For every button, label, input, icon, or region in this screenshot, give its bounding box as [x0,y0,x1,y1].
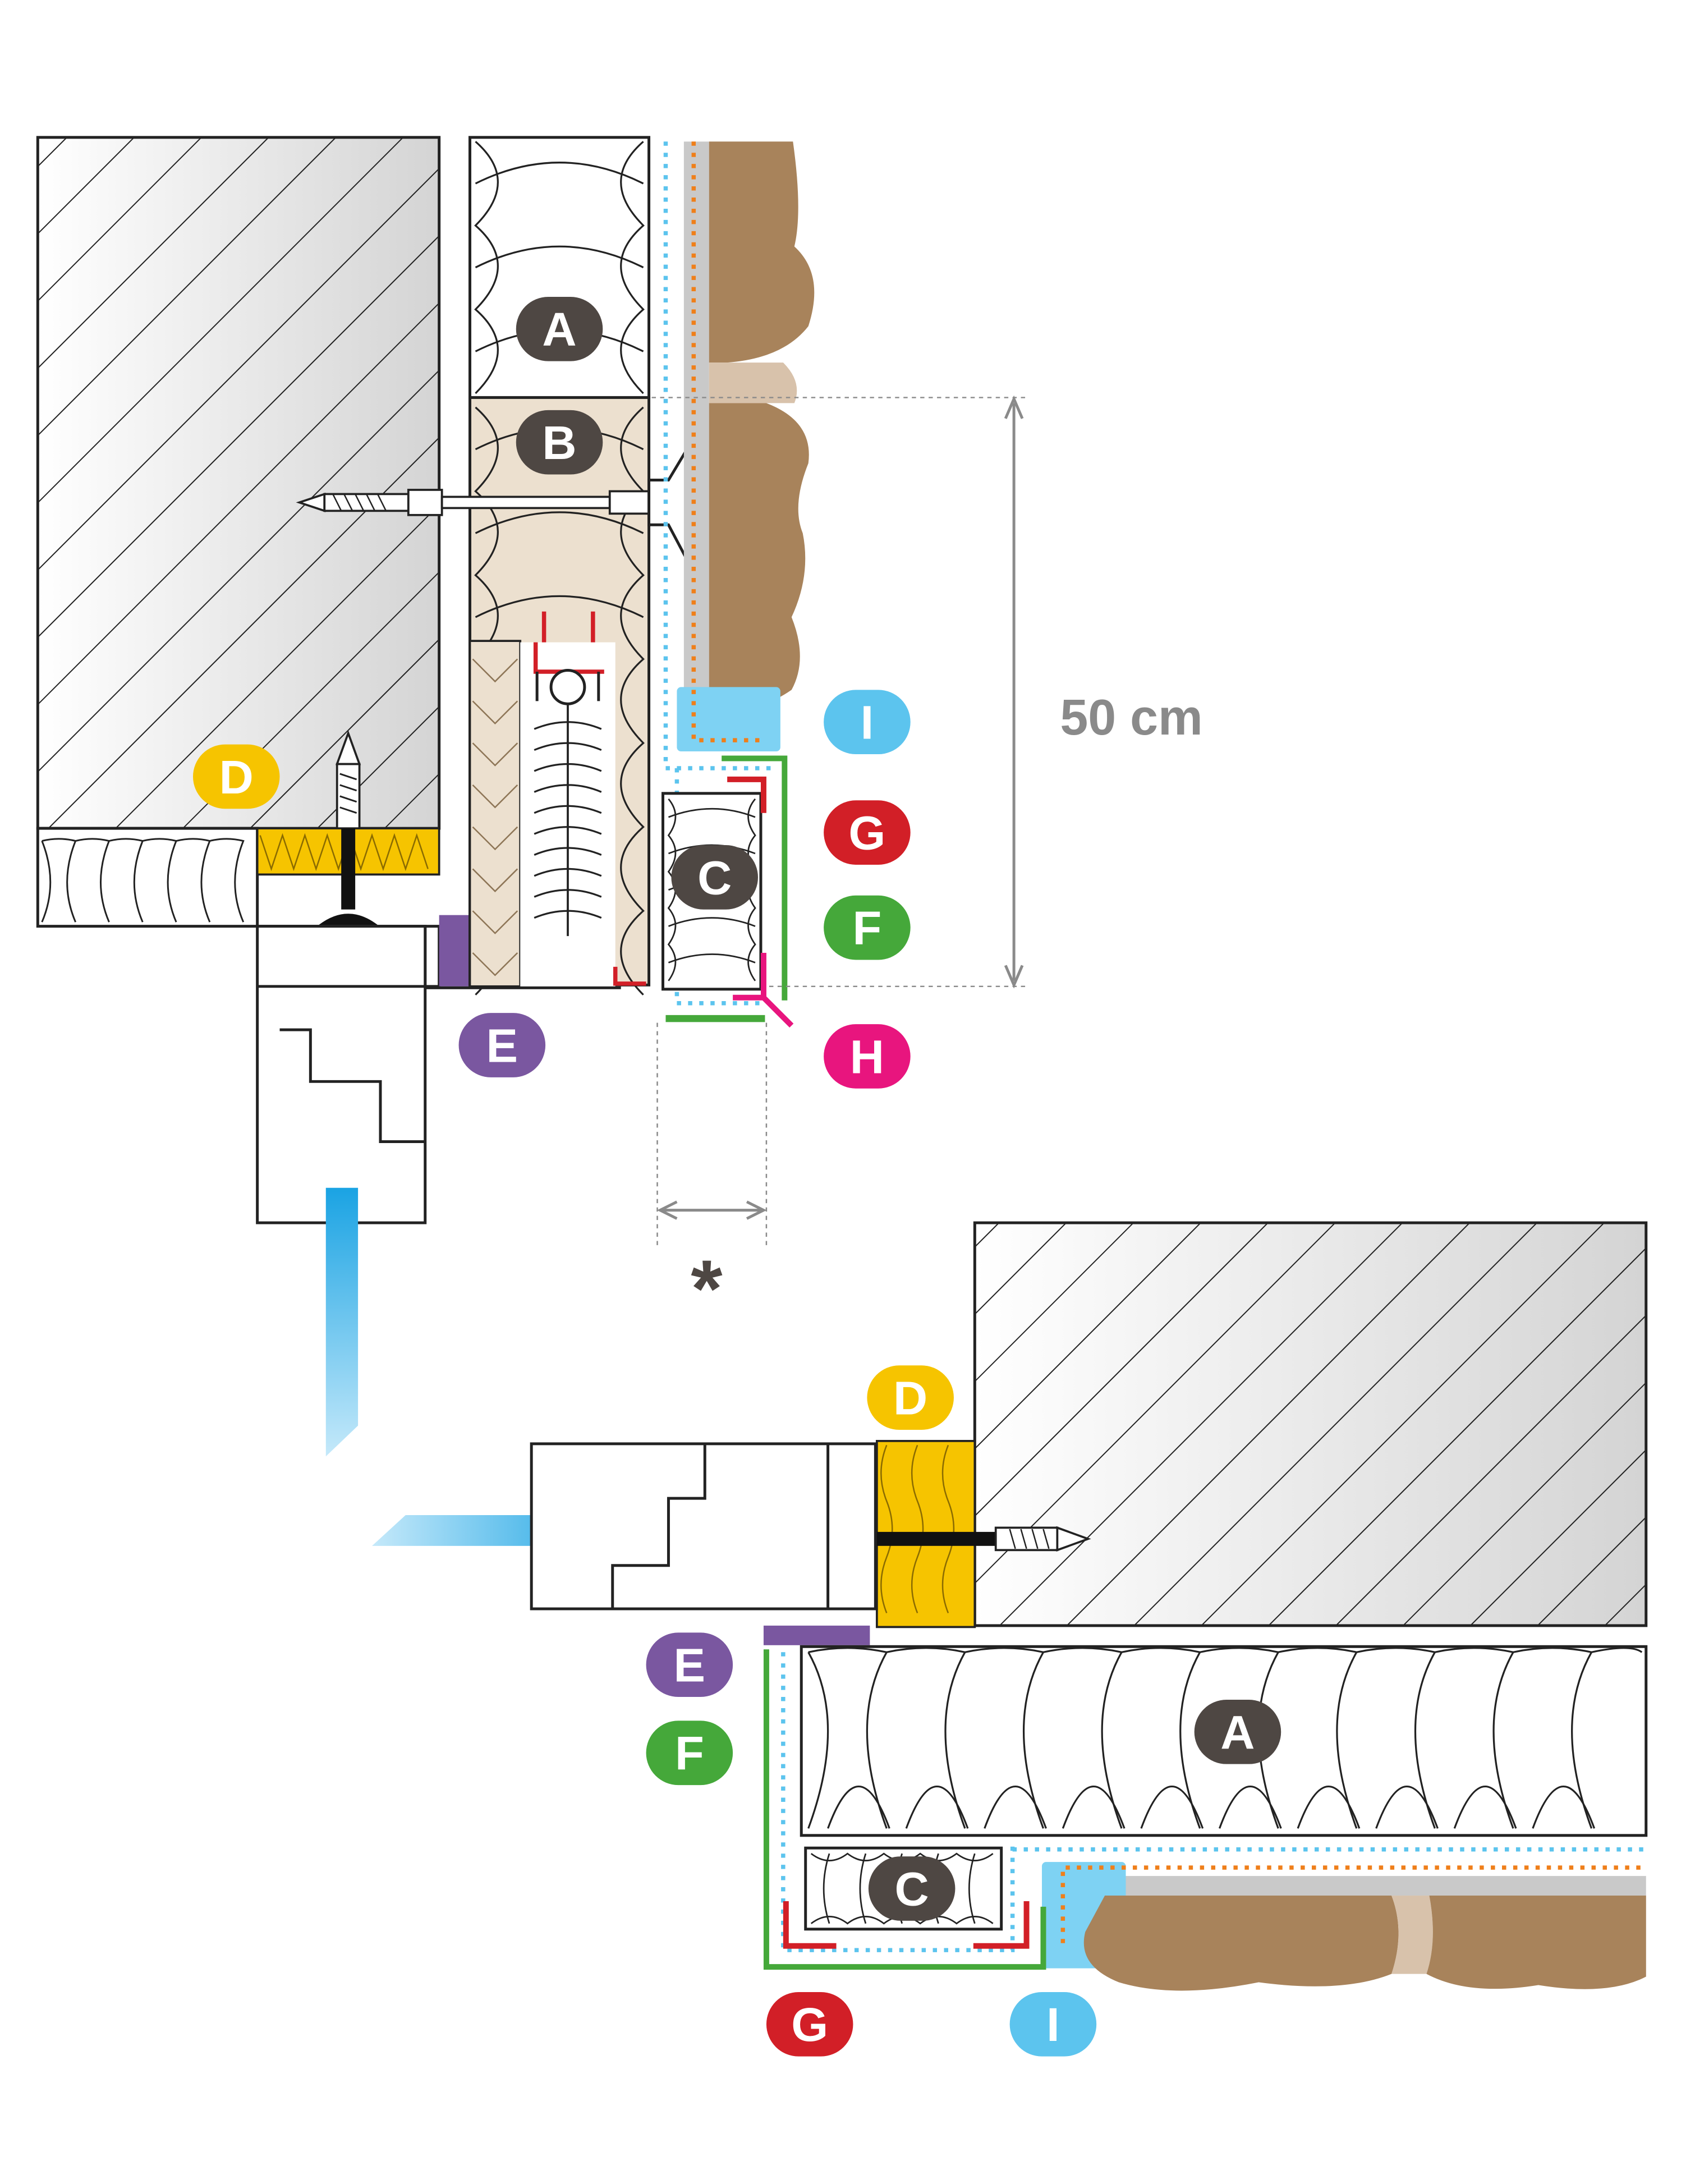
badge-G-bottom: G [766,1992,853,2057]
badge-D-bottom: D [867,1365,954,1430]
badge-F-top: F [824,895,911,960]
badge-A-bottom: A [1194,1700,1281,1764]
svg-text:I: I [1046,1998,1060,2051]
svg-text:F: F [853,901,882,955]
render-top-upper [709,141,815,363]
water-flow-arrow-icon [325,1187,359,1457]
render-top-lower [709,403,809,713]
svg-text:D: D [893,1371,927,1425]
badge-F-bottom: F [646,1720,733,1786]
screw-fastener-icon [319,730,378,925]
badge-C-bottom: C [868,1856,956,1921]
height-label: 50 cm [1060,690,1202,746]
svg-text:A: A [542,302,576,356]
svg-text:B: B [542,416,576,469]
top-section [36,136,815,1224]
base-coat-bottom [1069,1876,1646,1896]
svg-text:A: A [1220,1705,1255,1759]
window-frame-top [256,925,441,1224]
badge-I-bottom: I [1009,1992,1097,2057]
svg-text:F: F [675,1727,704,1780]
badge-E-bottom: E [646,1632,733,1697]
badge-B-top: B [516,410,603,475]
badge-A-top: A [516,296,603,361]
badge-I-top: I [824,690,911,755]
bottom-section [530,1221,1648,1991]
svg-text:E: E [674,1639,706,1692]
svg-text:G: G [791,1998,828,2051]
sealing-strip-E-bottom [763,1625,870,1645]
svg-text:C: C [895,1862,929,1915]
badge-C-top: C [671,845,758,910]
badge-D-top: D [192,744,280,809]
svg-text:H: H [850,1030,884,1083]
svg-text:G: G [848,806,885,860]
sealing-strip-E-top [439,915,470,987]
badge-G-top: G [824,800,911,865]
svg-text:E: E [486,1018,518,1072]
render-bottom [1083,1895,1399,1991]
height-dimension: 50 cm [651,395,1203,989]
base-coat-top [683,141,709,729]
width-label: * [691,1243,723,1334]
window-frame-bottom [530,1442,877,1611]
svg-text:C: C [697,851,732,904]
render-gap-bottom [1391,1895,1433,1974]
badge-E-top: E [458,1013,546,1077]
render-blue-bottom-top [677,687,780,752]
width-dimension: * [656,1022,768,1334]
badge-H-top: H [824,1024,911,1089]
svg-text:D: D [219,750,254,804]
render-gap-top [709,363,797,403]
svg-text:I: I [861,696,874,749]
reveal-insulation-top [36,827,259,928]
